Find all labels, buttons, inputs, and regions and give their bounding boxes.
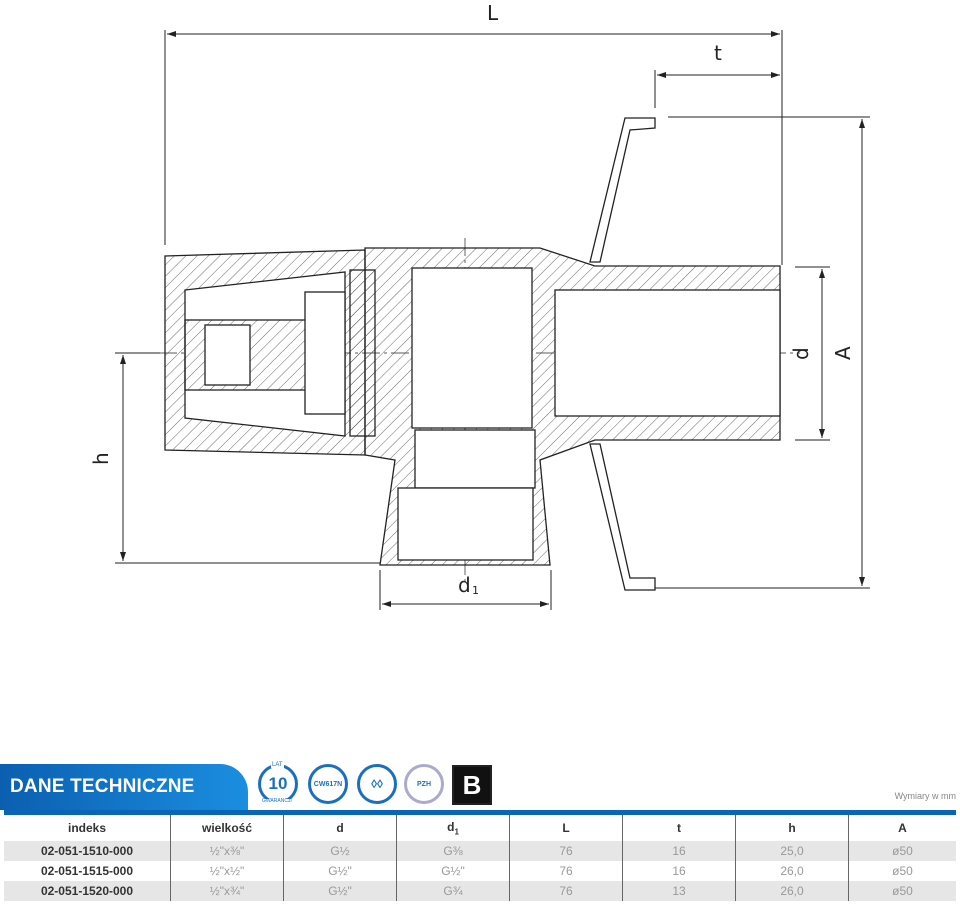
table-cell: G½" — [283, 861, 397, 881]
table-cell: 25,0 — [735, 841, 849, 861]
pzh-certificate-badge: PZH — [404, 764, 444, 804]
table-cell: ø50 — [848, 841, 956, 861]
warranty-top-text: LAT — [271, 762, 284, 768]
section-title: DANE TECHNICZNE — [10, 776, 195, 797]
col-header: indeks — [67, 821, 106, 835]
table-cell: G½" — [283, 881, 397, 901]
col-header: d1 — [396, 815, 510, 841]
table-cell: 02-051-1510-000 — [4, 841, 171, 861]
col-header: t — [622, 815, 736, 841]
col-header: A — [848, 815, 956, 841]
table-cell: G½" — [396, 861, 510, 881]
valve-body — [164, 117, 781, 591]
table-cell: G¾ — [396, 881, 510, 901]
table-cell: 16 — [622, 861, 736, 881]
table-cell: 76 — [509, 861, 623, 881]
dim-L-label: L — [487, 1, 499, 25]
dim-d1-label: d — [458, 573, 471, 597]
tech-data-table: indeks wielkość d d1 L t h A 02-051-1510… — [4, 815, 956, 901]
material-badge: CW617N — [308, 764, 348, 804]
valve-technical-drawing: L t A d h d 1 — [89, 1, 870, 610]
table-cell: ø50 — [848, 881, 956, 901]
table-cell: 02-051-1515-000 — [40, 864, 134, 878]
table-cell: 76 — [509, 881, 623, 901]
table-cell: 02-051-1520-000 — [4, 881, 171, 901]
table-cell: ½"x½" — [170, 861, 284, 881]
manufacturer-logo: B — [452, 765, 492, 805]
header-divider — [4, 810, 956, 815]
dim-t-label: t — [714, 41, 722, 65]
table-cell: 26,0 — [735, 861, 849, 881]
section-banner: DANE TECHNICZNE — [0, 764, 248, 810]
col-header: wielkość — [170, 815, 284, 841]
table-cell: 76 — [509, 841, 623, 861]
dim-d-label: d — [789, 347, 813, 360]
dim-h-label: h — [89, 452, 113, 465]
table-cell: ø50 — [848, 861, 956, 881]
table-cell: ½"x¾" — [170, 881, 284, 901]
table-cell: 13 — [622, 881, 736, 901]
dim-A-label: A — [831, 346, 855, 360]
table-cell: G⅜ — [396, 841, 510, 861]
dim-d1-subscript: 1 — [472, 584, 479, 597]
table-cell: 16 — [622, 841, 736, 861]
table-cell: 26,0 — [735, 881, 849, 901]
table-header-row: indeks wielkość d d1 L t h A — [4, 815, 956, 841]
col-header: h — [735, 815, 849, 841]
table-cell: ½"x⅜" — [170, 841, 284, 861]
units-note: Wymiary w mm — [894, 791, 956, 801]
col-header: L — [509, 815, 623, 841]
dimension-labels: L t A d h d 1 — [89, 1, 855, 597]
warranty-bottom-text: GWARANCJI — [261, 798, 293, 804]
table-cell: G½ — [283, 841, 397, 861]
col-header: d — [283, 815, 397, 841]
water-drop-icon: ◊◊ — [357, 764, 397, 804]
